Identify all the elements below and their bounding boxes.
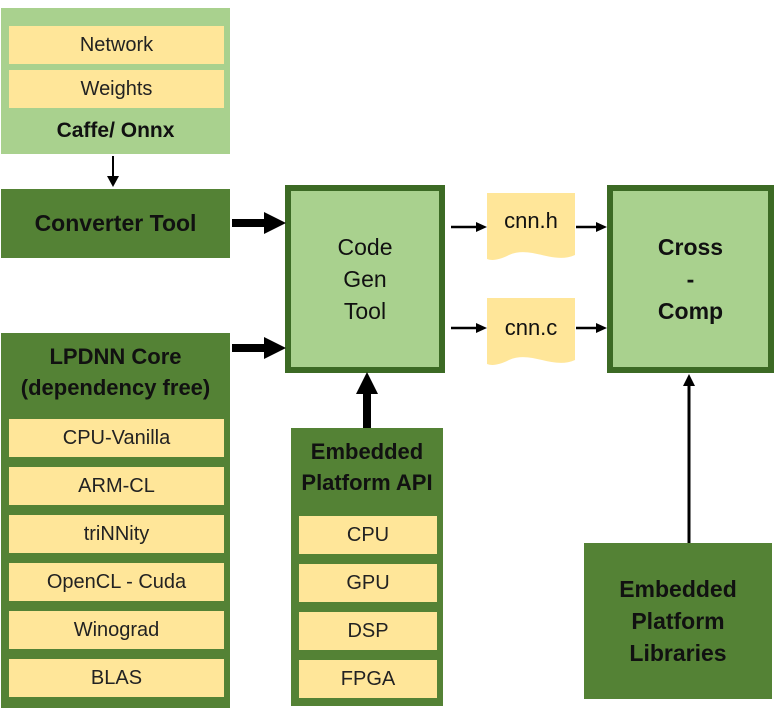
arrow-cnn-c-to-crosscomp: [576, 323, 607, 333]
lpdnn-core-title: LPDNN Core (dependency free): [1, 341, 230, 403]
code-gen-line1: Code: [337, 234, 393, 260]
platform-api-title-line1: Embedded: [310, 439, 424, 464]
platform-api-item: FPGA: [299, 660, 437, 698]
document-shape-icon: [487, 193, 575, 260]
weights-label: Weights: [80, 77, 153, 100]
lpdnn-item-label: CPU-Vanilla: [62, 426, 171, 449]
platform-api-item-label: FPGA: [340, 667, 396, 690]
platform-api-item: CPU: [299, 516, 437, 554]
arrow-codegen-to-cnn-h: [451, 222, 487, 232]
document-shape-icon: [487, 298, 575, 365]
caffe-onnx-title: Caffe/ Onnx: [1, 114, 230, 148]
platform-api-item-label: GPU: [346, 571, 390, 594]
platform-api-item: GPU: [299, 564, 437, 602]
cross-comp-line3: Comp: [657, 298, 724, 324]
embedded-platform-api-box: Embedded Platform API CPU GPU DSP FPGA: [291, 428, 443, 706]
lpdnn-item: BLAS: [9, 659, 224, 697]
arrow-lpdnn-to-codegen: [232, 337, 286, 359]
lpdnn-item: Winograd: [9, 611, 224, 649]
caffe-onnx-box: Network Weights Caffe/ Onnx: [1, 8, 230, 154]
platform-api-item-label: DSP: [347, 619, 389, 642]
cnn-c-label: cnn.c: [504, 315, 558, 340]
arrow-cnn-h-to-crosscomp: [576, 222, 607, 232]
code-gen-tool-box: Code Gen Tool: [285, 185, 445, 373]
converter-tool-label: Converter Tool: [34, 210, 197, 236]
platform-api-item: DSP: [299, 612, 437, 650]
platform-api-title: Embedded Platform API: [291, 436, 443, 498]
platform-api-item-label: CPU: [346, 523, 390, 546]
lpdnn-title-line1: LPDNN Core: [49, 344, 182, 369]
arrow-libraries-to-crosscomp: [683, 374, 695, 543]
lpdnn-item-label: Winograd: [73, 618, 160, 641]
arrow-caffe-to-converter: [107, 156, 119, 187]
platform-libs-line3: Libraries: [629, 640, 727, 666]
lpdnn-item-label: triNNity: [83, 522, 150, 545]
cross-comp-line1: Cross: [657, 234, 724, 260]
lpdnn-core-box: LPDNN Core (dependency free) CPU-Vanilla…: [1, 333, 230, 708]
lpdnn-item: CPU-Vanilla: [9, 419, 224, 457]
weights-chip: Weights: [9, 70, 224, 108]
arrow-codegen-to-cnn-c: [451, 323, 487, 333]
embedded-platform-libraries-box: Embedded Platform Libraries: [584, 543, 772, 699]
cross-comp-box: Cross - Comp: [607, 185, 774, 373]
cnn-h-document: cnn.h: [487, 193, 575, 265]
code-gen-line3: Tool: [343, 298, 387, 324]
lpdnn-item-label: BLAS: [90, 666, 143, 689]
network-chip: Network: [9, 26, 224, 64]
arrow-platform-api-to-codegen: [356, 372, 378, 428]
lpdnn-item-label: ARM-CL: [78, 474, 155, 497]
caffe-onnx-title-text: Caffe/ Onnx: [56, 119, 175, 142]
platform-api-title-line2: Platform API: [301, 470, 433, 495]
platform-libs-line2: Platform: [631, 608, 725, 634]
cnn-c-document: cnn.c: [487, 298, 575, 370]
lpdnn-title-line2: (dependency free): [20, 375, 211, 400]
cross-comp-line2: -: [686, 266, 695, 292]
converter-tool-box: Converter Tool: [1, 189, 230, 258]
lpdnn-item: OpenCL - Cuda: [9, 563, 224, 601]
arrow-converter-to-codegen: [232, 212, 286, 234]
code-gen-line2: Gen: [343, 266, 387, 292]
cnn-h-label: cnn.h: [504, 208, 558, 233]
lpdnn-item: triNNity: [9, 515, 224, 553]
lpdnn-item-label: OpenCL - Cuda: [46, 570, 187, 593]
platform-libs-line1: Embedded: [619, 576, 737, 602]
lpdnn-item: ARM-CL: [9, 467, 224, 505]
network-label: Network: [79, 33, 154, 56]
